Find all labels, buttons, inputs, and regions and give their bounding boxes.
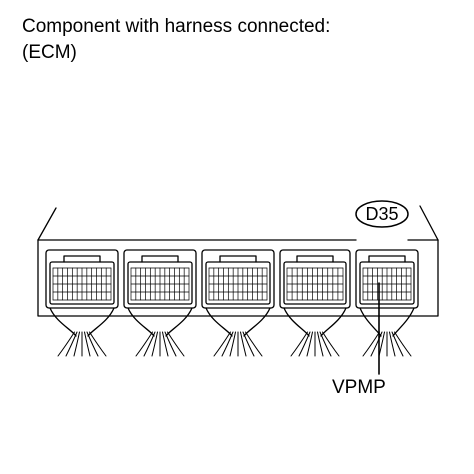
wire-bundle [359, 307, 415, 357]
connector-block [201, 249, 275, 309]
connector-block [279, 249, 351, 309]
caption-component: (ECM) [22, 42, 77, 63]
pin-label-vpmp: VPMP [332, 377, 386, 398]
connector-blocks [45, 249, 419, 309]
connector-block [123, 249, 197, 309]
wire-bundle [127, 307, 193, 357]
harness-wires [49, 307, 415, 357]
wire-bundle [205, 307, 271, 357]
connector-block [45, 249, 119, 309]
ecm-housing [37, 205, 439, 317]
caption-title: Component with harness connected: [22, 16, 331, 37]
connector-id-oval [355, 200, 409, 228]
diagram-caption: Component with harness connected: (ECM) [22, 14, 330, 66]
connector-block [355, 249, 419, 309]
connector-id-label: D35 [365, 204, 398, 224]
wire-bundle [283, 307, 347, 357]
wire-bundle [49, 307, 115, 357]
